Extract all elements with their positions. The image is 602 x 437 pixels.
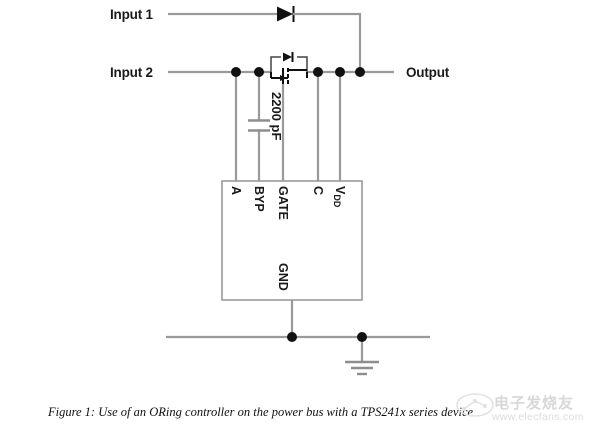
label-input-1: Input 1 — [110, 7, 153, 22]
mosfet-bodydiode-left-leg — [270, 56, 281, 72]
mosfet-bodydiode-right-leg — [297, 56, 308, 72]
label-output: Output — [406, 65, 450, 80]
junction-dot-output — [355, 67, 365, 77]
ic-pin-label-gnd: GND — [276, 263, 290, 291]
junction-dot-c — [313, 67, 323, 77]
ic-pin-label-a: A — [229, 186, 243, 196]
junction-dot-vdd — [335, 67, 345, 77]
junction-dot-a — [231, 67, 241, 77]
figure-caption: Figure 1: Use of an ORing controller on … — [48, 405, 474, 419]
junction-dot-gnd-rail — [287, 332, 297, 342]
junction-dot-byp — [254, 67, 264, 77]
ic-body — [221, 180, 363, 301]
oring-diode-body — [277, 6, 293, 22]
mosfet-bodydiode-triangle — [283, 52, 292, 62]
ic-pin-label-byp: BYP — [252, 186, 266, 212]
label-input-2: Input 2 — [110, 65, 153, 80]
junction-dot-ground — [357, 332, 367, 342]
ic-pin-label-vdd: VDD — [332, 186, 347, 208]
mosfet-bulk-arrow — [280, 75, 287, 81]
ic-pin-label-vdd-sub: DD — [332, 194, 342, 208]
ic-pin-label-gate: GATE — [276, 186, 290, 220]
label-capacitor-value: 2200 pF — [269, 92, 284, 141]
ic-pin-label-c: C — [311, 186, 325, 196]
